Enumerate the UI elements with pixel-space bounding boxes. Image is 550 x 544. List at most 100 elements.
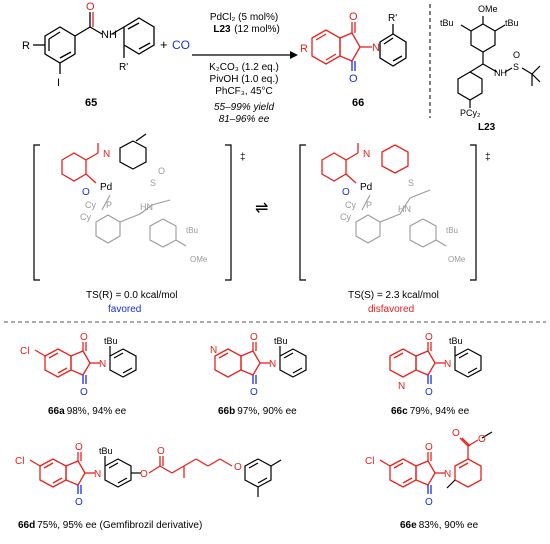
ts-s-brackets bbox=[299, 144, 477, 281]
svg-text:OMe: OMe bbox=[448, 255, 466, 264]
svg-text:tBu: tBu bbox=[446, 226, 458, 235]
ts-r-tag: favored bbox=[108, 304, 141, 315]
equilibrium-arrow: ⇌ bbox=[255, 200, 268, 217]
svg-text:tBu: tBu bbox=[186, 226, 198, 235]
ligand-l23 bbox=[457, 16, 541, 108]
svg-text:Cl: Cl bbox=[20, 346, 29, 357]
svg-text:HN: HN bbox=[140, 202, 153, 212]
svg-text:HN: HN bbox=[398, 204, 411, 214]
ts-r-brackets bbox=[33, 144, 232, 281]
svg-text:tBu: tBu bbox=[104, 336, 118, 346]
plus-sign: + bbox=[160, 37, 168, 52]
svg-text:O: O bbox=[425, 497, 433, 508]
product-r: R bbox=[300, 43, 308, 55]
product-number: 66 bbox=[352, 97, 364, 109]
svg-text:P: P bbox=[366, 200, 372, 210]
co-label: CO bbox=[172, 38, 190, 52]
svg-text:Cy: Cy bbox=[85, 200, 96, 210]
svg-text:O: O bbox=[157, 446, 165, 457]
svg-text:O: O bbox=[75, 442, 83, 453]
svg-text:N: N bbox=[94, 469, 101, 480]
ts-s-double-dagger: ‡ bbox=[485, 152, 491, 163]
svg-text:S: S bbox=[408, 178, 414, 188]
svg-text:O: O bbox=[158, 166, 165, 176]
svg-text:K₂CO₃ (1.2 eq.): K₂CO₃ (1.2 eq.) bbox=[209, 62, 279, 73]
svg-text:O: O bbox=[250, 332, 258, 343]
ts-s-tag: disfavored bbox=[368, 304, 414, 315]
reactant-65 bbox=[33, 12, 155, 74]
svg-text:O: O bbox=[75, 497, 83, 508]
svg-text:Cy: Cy bbox=[340, 212, 351, 222]
svg-text:Pd: Pd bbox=[100, 182, 112, 193]
svg-text:Cy: Cy bbox=[80, 212, 91, 222]
carbonyl-oxygen-label: O bbox=[86, 1, 95, 13]
reactant-number: 65 bbox=[85, 97, 97, 109]
svg-text:O: O bbox=[452, 428, 460, 439]
svg-text:O: O bbox=[342, 187, 350, 198]
svg-text:N: N bbox=[398, 381, 405, 392]
rprime-label: R' bbox=[119, 62, 128, 73]
product-rprime: R' bbox=[388, 13, 397, 24]
ligand-o: O bbox=[513, 50, 520, 60]
ligand-tbu-right: tBu bbox=[505, 18, 519, 28]
svg-text:N: N bbox=[363, 149, 370, 160]
svg-text:O: O bbox=[478, 434, 486, 445]
svg-text:tBu: tBu bbox=[274, 336, 288, 346]
compound-66c: N O O N tBu bbox=[389, 332, 482, 398]
svg-text:55–99% yield: 55–99% yield bbox=[214, 102, 274, 113]
conditions-block: PdCl₂ (5 mol%) L23 (12 mol%) K₂CO₃ (1.2 … bbox=[209, 12, 280, 125]
svg-text:81–96% ee: 81–96% ee bbox=[219, 114, 270, 125]
ligand-tbu-left: tBu bbox=[440, 18, 454, 28]
svg-text:OMe: OMe bbox=[190, 255, 208, 264]
svg-text:(12 mol%): (12 mol%) bbox=[234, 24, 280, 35]
ts-s-energy: TS(S) = 2.3 kcal/mol bbox=[348, 290, 439, 301]
ligand-label: L23 bbox=[478, 122, 496, 133]
svg-text:PhCF₃, 45°C: PhCF₃, 45°C bbox=[215, 86, 273, 97]
svg-text:N: N bbox=[103, 149, 110, 160]
ts-r-structure: Pd O N Cy Cy P HN S O tBu OMe bbox=[61, 133, 208, 264]
svg-text:N: N bbox=[210, 345, 217, 356]
product-66 bbox=[311, 22, 372, 71]
ligand-nh: NH bbox=[494, 68, 507, 78]
svg-text:O: O bbox=[80, 332, 88, 343]
ts-s-structure: Pd O N Cy Cy P HN S tBu OMe bbox=[321, 143, 466, 264]
svg-text:O: O bbox=[250, 387, 258, 398]
svg-text:O: O bbox=[234, 462, 242, 473]
compound-66d: Cl O O N tBu O O O bbox=[15, 442, 282, 508]
svg-text:L23: L23 bbox=[213, 24, 231, 35]
svg-text:O: O bbox=[425, 442, 433, 453]
ligand-ome: OMe bbox=[478, 4, 498, 14]
product-n: N bbox=[372, 42, 380, 54]
ts-r-energy: TS(R) = 0.0 kcal/mol bbox=[86, 290, 177, 301]
svg-text:Cy: Cy bbox=[345, 200, 356, 210]
svg-text:O: O bbox=[425, 332, 433, 343]
svg-text:tBu: tBu bbox=[99, 446, 113, 456]
svg-text:O: O bbox=[80, 387, 88, 398]
ts-r-double-dagger: ‡ bbox=[240, 152, 246, 163]
svg-text:N: N bbox=[99, 359, 106, 370]
compound-66a: Cl O O N tBu bbox=[20, 332, 137, 398]
svg-text:tBu: tBu bbox=[449, 336, 463, 346]
ligand-s: S bbox=[513, 62, 519, 72]
iodo-label: I bbox=[57, 77, 60, 89]
nh-label: NH bbox=[101, 29, 117, 41]
compound-66b: N O O N tBu bbox=[210, 332, 307, 398]
svg-text:PdCl₂ (5 mol%): PdCl₂ (5 mol%) bbox=[210, 12, 278, 23]
svg-text:O: O bbox=[425, 387, 433, 398]
r-label: R bbox=[22, 40, 30, 52]
svg-text:N: N bbox=[269, 359, 276, 370]
compound-66e: Cl O O N O O bbox=[365, 428, 493, 508]
svg-text:Pd: Pd bbox=[360, 182, 372, 193]
svg-text:O: O bbox=[82, 187, 90, 198]
svg-text:Cl: Cl bbox=[15, 456, 24, 467]
svg-text:Cl: Cl bbox=[365, 456, 374, 467]
product-o-bottom: O bbox=[349, 73, 358, 85]
svg-text:S: S bbox=[150, 178, 156, 188]
svg-text:N: N bbox=[444, 359, 451, 370]
